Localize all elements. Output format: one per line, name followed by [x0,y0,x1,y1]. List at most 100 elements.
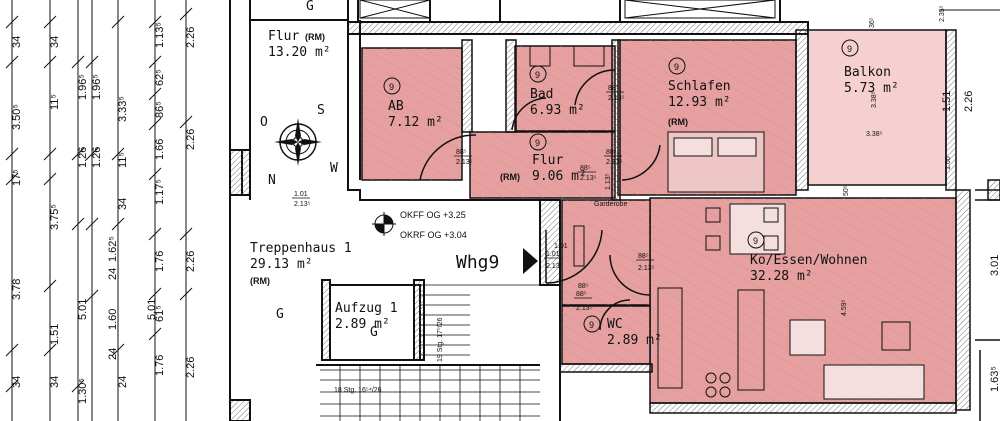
misc-dim: 36⁵ [869,17,876,28]
level-okff: OKFF OG +3.25 [400,210,466,220]
dim-label: 3.75⁵ [49,204,61,230]
furniture [529,45,925,400]
misc-dim: 3.38⁵ [871,91,878,108]
misc-dims: 3.38⁵ 3.38⁵ 1.51 2.26 1.00 4.59⁵ 1.13⁵ 3… [554,5,1000,392]
door-dim-bottom: 2.13⁵ [638,265,655,272]
door-dim-bottom: 2.13⁵ [576,305,593,312]
g-labels: G G G [276,0,378,340]
dim-label: 1.76 [154,355,166,376]
dim-label: 2.26 [185,27,197,48]
room-area-ab: 7.12 m² [388,115,443,130]
door-dims: 1.01 2.13⁵ 1.01 2.13⁵ 88⁵ 2.13⁵ 88⁵ 2.13… [292,85,655,312]
room-area-balkon: 5.73 m² [844,81,899,96]
room-badge-wc-label: 9 [589,320,594,330]
dim-label: 24 [107,268,119,280]
misc-dim: 1.13⁵ [605,173,612,190]
dim-label: 1.76 [154,251,166,272]
room-name-flur-top: Flur [268,29,299,44]
compass-s: S [317,103,325,118]
room-badge-wc [583,315,601,333]
room-badge-ab [383,77,401,95]
door-dim-bottom: 2.13⁵ [608,95,625,102]
misc-dim: 3.01 [989,255,1000,276]
apartment-label: Whg9 [456,252,499,273]
room-name-balkon: Balkon [844,65,891,80]
dim-label: 1.26 [77,147,89,168]
room-tag-treppenhaus: (RM) [250,276,270,286]
room-area-flur-top: 13.20 m² [268,45,331,60]
dim-label: 86⁵ [154,101,166,118]
room-badge-schlafen [668,57,686,75]
apartment-walls [461,29,971,414]
dim-label: 1.96⁵ [77,74,89,100]
door-dim-top: 1.01 [546,251,560,258]
room-area-bad: 6.93 m² [530,103,585,118]
room-area-ko-essen-wohnen: 32.28 m² [750,269,813,284]
dim-label: 5.01 [77,299,89,320]
room-badge-bad [529,65,547,83]
dim-label: 62⁵ [154,69,166,86]
dim-label: 61⁵ [154,305,166,322]
misc-dim: 1.63⁵ [989,366,1000,392]
room-tag-flur: (RM) [500,172,520,182]
apartment-marker: Whg9 [456,248,538,274]
dim-label: 11⁵ [49,94,61,110]
dim-label: 1.17⁵ [154,179,166,205]
room-name-aufzug: Aufzug 1 [335,301,398,316]
room-badge-ab-label: 9 [389,82,394,92]
room-fills [361,29,957,404]
dim-label: 1.51 [49,324,61,345]
dim-label: 3.78 [11,279,23,300]
g-label: G [276,307,284,322]
door-dim-top: 88⁵ [456,149,467,156]
dim-label: 2.26 [185,129,197,150]
level-okrf: OKRF OG +3.04 [400,230,467,240]
right-edge [975,179,1000,421]
room-badge-schlafen-label: 9 [674,62,679,72]
dim-label: 1.62⁵ [107,236,119,262]
room-badge-balkon [841,39,859,57]
room-tag-schlafen: (RM) [668,117,688,127]
dim-label: 1.30⁵ [77,378,89,404]
room-area-wc: 2.89 m² [607,333,662,348]
misc-dim: 88⁵ [578,283,589,290]
dim-label: 24 [107,348,119,360]
door-dim-top: 88⁵ [606,149,617,156]
room-badge-ko-essen-wohnen-label: 9 [753,236,758,246]
misc-dim: 2.26 [963,91,975,112]
entry-arrow-icon [523,248,538,274]
dim-label: 3.33⁵ [117,96,129,122]
compass-n: N [268,173,276,188]
misc-dim: 1.51 [941,91,953,112]
dim-label: 3.50⁵ [11,104,23,130]
door-dim-bottom: 2.13⁵ [580,175,597,182]
room-badge-flur [529,133,547,151]
door-dim-bottom: 2.13⁵ [456,159,473,166]
door-dim-top: 88⁵ [576,291,587,298]
misc-dim: 1.01 [554,243,568,250]
dim-label: 2.26 [185,251,197,272]
dim-label: 34 [49,376,61,388]
misc-dim: 4.59⁵ [841,299,848,316]
door-dim-top: 88⁵ [638,253,649,260]
door-dim-bottom: 2.13⁵ [294,201,311,208]
level-marks: OKFF OG +3.25 OKRF OG +3.04 [372,210,467,240]
door-dim-bottom: 2.13⁵ [606,159,623,166]
dim-label: 11⁵ [117,152,129,168]
room-fill-balkon [807,29,947,186]
room-name-bad: Bad [530,87,553,102]
misc-dim: 2.35⁵ [939,5,946,22]
g-label: G [306,0,314,14]
room-area-schlafen: 12.93 m² [668,95,731,110]
room-name-ko-essen-wohnen: Ko/Essen/Wohnen [750,253,867,268]
dim-label: 2.26 [185,357,197,378]
door-dim-bottom: 2.13⁵ [546,263,563,270]
room-name-schlafen: Schlafen [668,79,731,94]
room-name-ab: AB [388,99,404,114]
stairs-upper-label: 19 Stg. 17⁰/26 [436,317,444,362]
room-badge-bad-label: 9 [535,70,540,80]
door-dim-top: 88⁵ [580,165,591,172]
dim-label: 1.13⁵ [154,22,166,48]
